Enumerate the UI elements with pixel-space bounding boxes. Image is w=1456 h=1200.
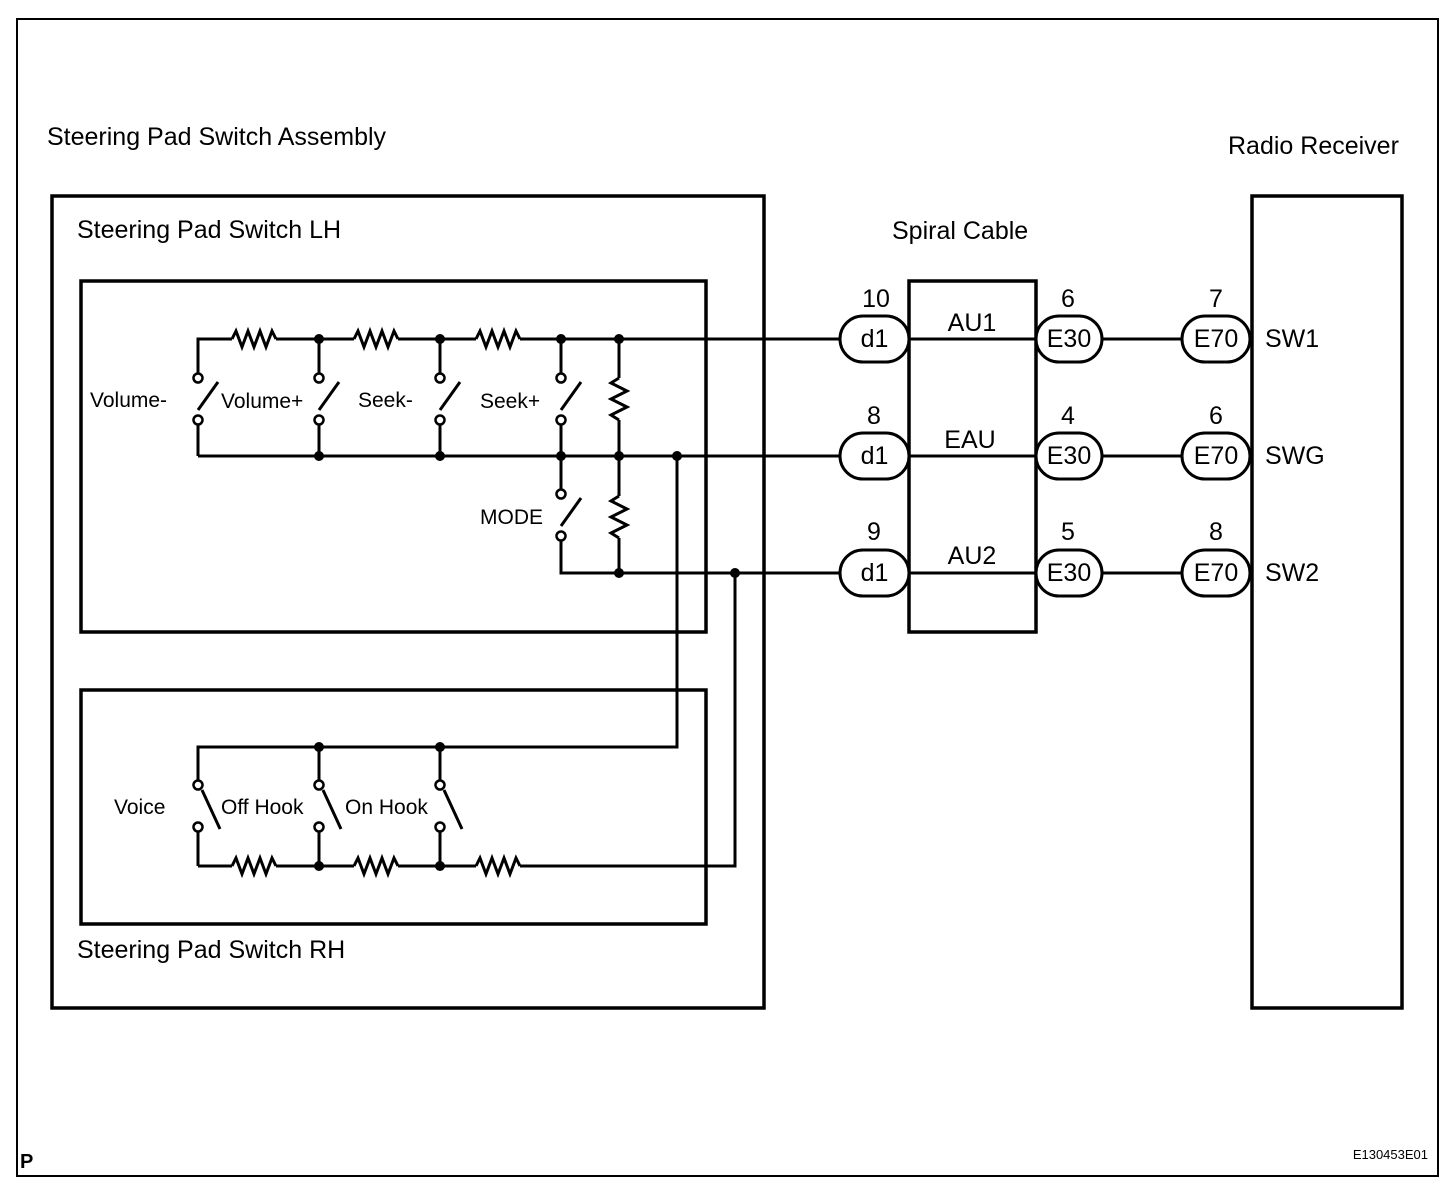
radio-receiver-box — [1250, 194, 1404, 1010]
on-hook-switch — [434, 779, 464, 833]
lh-junctions — [314, 334, 740, 578]
d1-pin-number: 10 — [862, 285, 890, 313]
radio-terminal-label: SW2 — [1265, 559, 1319, 587]
off-hook-switch — [313, 779, 343, 833]
switch-lh-label: Steering Pad Switch LH — [77, 216, 341, 244]
connector-e70-pill — [1180, 548, 1252, 598]
e30-pin-number: 4 — [1061, 402, 1075, 430]
page-mark-p: P — [20, 1151, 33, 1173]
seek-plus-switch — [555, 372, 583, 426]
volume-plus-label: Volume+ — [221, 390, 303, 413]
connector-d1-pill — [838, 314, 911, 364]
seek-minus-switch — [434, 372, 462, 426]
e30-pin-number: 6 — [1061, 285, 1075, 313]
top-rail-start — [196, 337, 232, 378]
resistor-r7 — [352, 853, 400, 879]
connector-e30-pill — [1034, 431, 1104, 481]
line-au2: d1 9 AU2 E30 5 E70 8 SW2 — [838, 518, 1319, 598]
resistor-r2 — [352, 326, 400, 352]
connector-e70-label: E70 — [1194, 325, 1238, 353]
connector-d1-label: d1 — [861, 442, 889, 470]
seek-minus-label: Seek- — [358, 389, 413, 412]
assembly-label: Steering Pad Switch Assembly — [47, 123, 387, 151]
connector-e70-pill — [1180, 431, 1252, 481]
mode-label: MODE — [480, 506, 543, 529]
switch-rh-label: Steering Pad Switch RH — [77, 936, 345, 964]
connector-d1-label: d1 — [861, 559, 889, 587]
radio-terminal-label: SW1 — [1265, 325, 1319, 353]
assembly-box — [50, 194, 766, 1010]
figure-code: E130453E01 — [1353, 1147, 1428, 1162]
connector-d1-label: d1 — [861, 325, 889, 353]
line-eau: d1 8 EAU E30 4 E70 6 SWG — [838, 402, 1325, 481]
resistor-r8 — [474, 853, 522, 879]
volume-minus-label: Volume- — [90, 389, 167, 412]
seek-plus-label: Seek+ — [480, 390, 540, 413]
rh-circuit — [196, 747, 522, 879]
eau-to-rh-wire — [196, 456, 679, 783]
on-hook-label: On Hook — [345, 796, 428, 819]
connector-d1-pill — [838, 431, 911, 481]
connector-e70-label: E70 — [1194, 442, 1238, 470]
resistor-r5 — [607, 494, 631, 540]
resistor-r3 — [474, 326, 522, 352]
voice-label: Voice — [114, 796, 165, 819]
connector-wires — [909, 337, 1182, 575]
line-au1: d1 10 AU1 E30 6 E70 7 SW1 — [838, 285, 1319, 364]
connector-e30-label: E30 — [1047, 442, 1091, 470]
volume-minus-switch — [192, 372, 220, 426]
au2-wire — [559, 536, 840, 575]
rh-junctions — [314, 742, 445, 871]
switch-rh-box — [79, 688, 708, 926]
resistor-r6 — [230, 853, 278, 879]
connector-e30-label: E30 — [1047, 559, 1091, 587]
d1-pin-number: 8 — [867, 402, 881, 430]
connector-e30-pill — [1034, 314, 1104, 364]
off-hook-label: Off Hook — [221, 796, 304, 819]
mode-switch — [555, 488, 583, 542]
au2-to-rh-wire — [520, 573, 737, 868]
lh-circuit — [196, 326, 840, 575]
spiral-signal-label: AU1 — [948, 309, 997, 337]
spiral-cable-label: Spiral Cable — [892, 217, 1028, 245]
d1-pin-number: 9 — [867, 518, 881, 546]
outer-frame — [16, 18, 1439, 1177]
e70-pin-number: 8 — [1209, 518, 1223, 546]
connector-e70-label: E70 — [1194, 559, 1238, 587]
connector-d1-pill — [838, 548, 911, 598]
e30-pin-number: 5 — [1061, 518, 1075, 546]
radio-terminal-label: SWG — [1265, 442, 1325, 470]
spiral-signal-label: AU2 — [948, 542, 997, 570]
e70-pin-number: 7 — [1209, 285, 1223, 313]
voice-switch — [192, 779, 222, 833]
volume-plus-switch — [313, 372, 341, 426]
resistor-r4 — [607, 376, 631, 422]
spiral-signal-label: EAU — [944, 426, 995, 454]
connector-e30-label: E30 — [1047, 325, 1091, 353]
e70-pin-number: 6 — [1209, 402, 1223, 430]
connector-e70-pill — [1180, 314, 1252, 364]
resistor-r1 — [230, 326, 278, 352]
connector-e30-pill — [1034, 548, 1104, 598]
radio-receiver-label: Radio Receiver — [1228, 132, 1399, 160]
